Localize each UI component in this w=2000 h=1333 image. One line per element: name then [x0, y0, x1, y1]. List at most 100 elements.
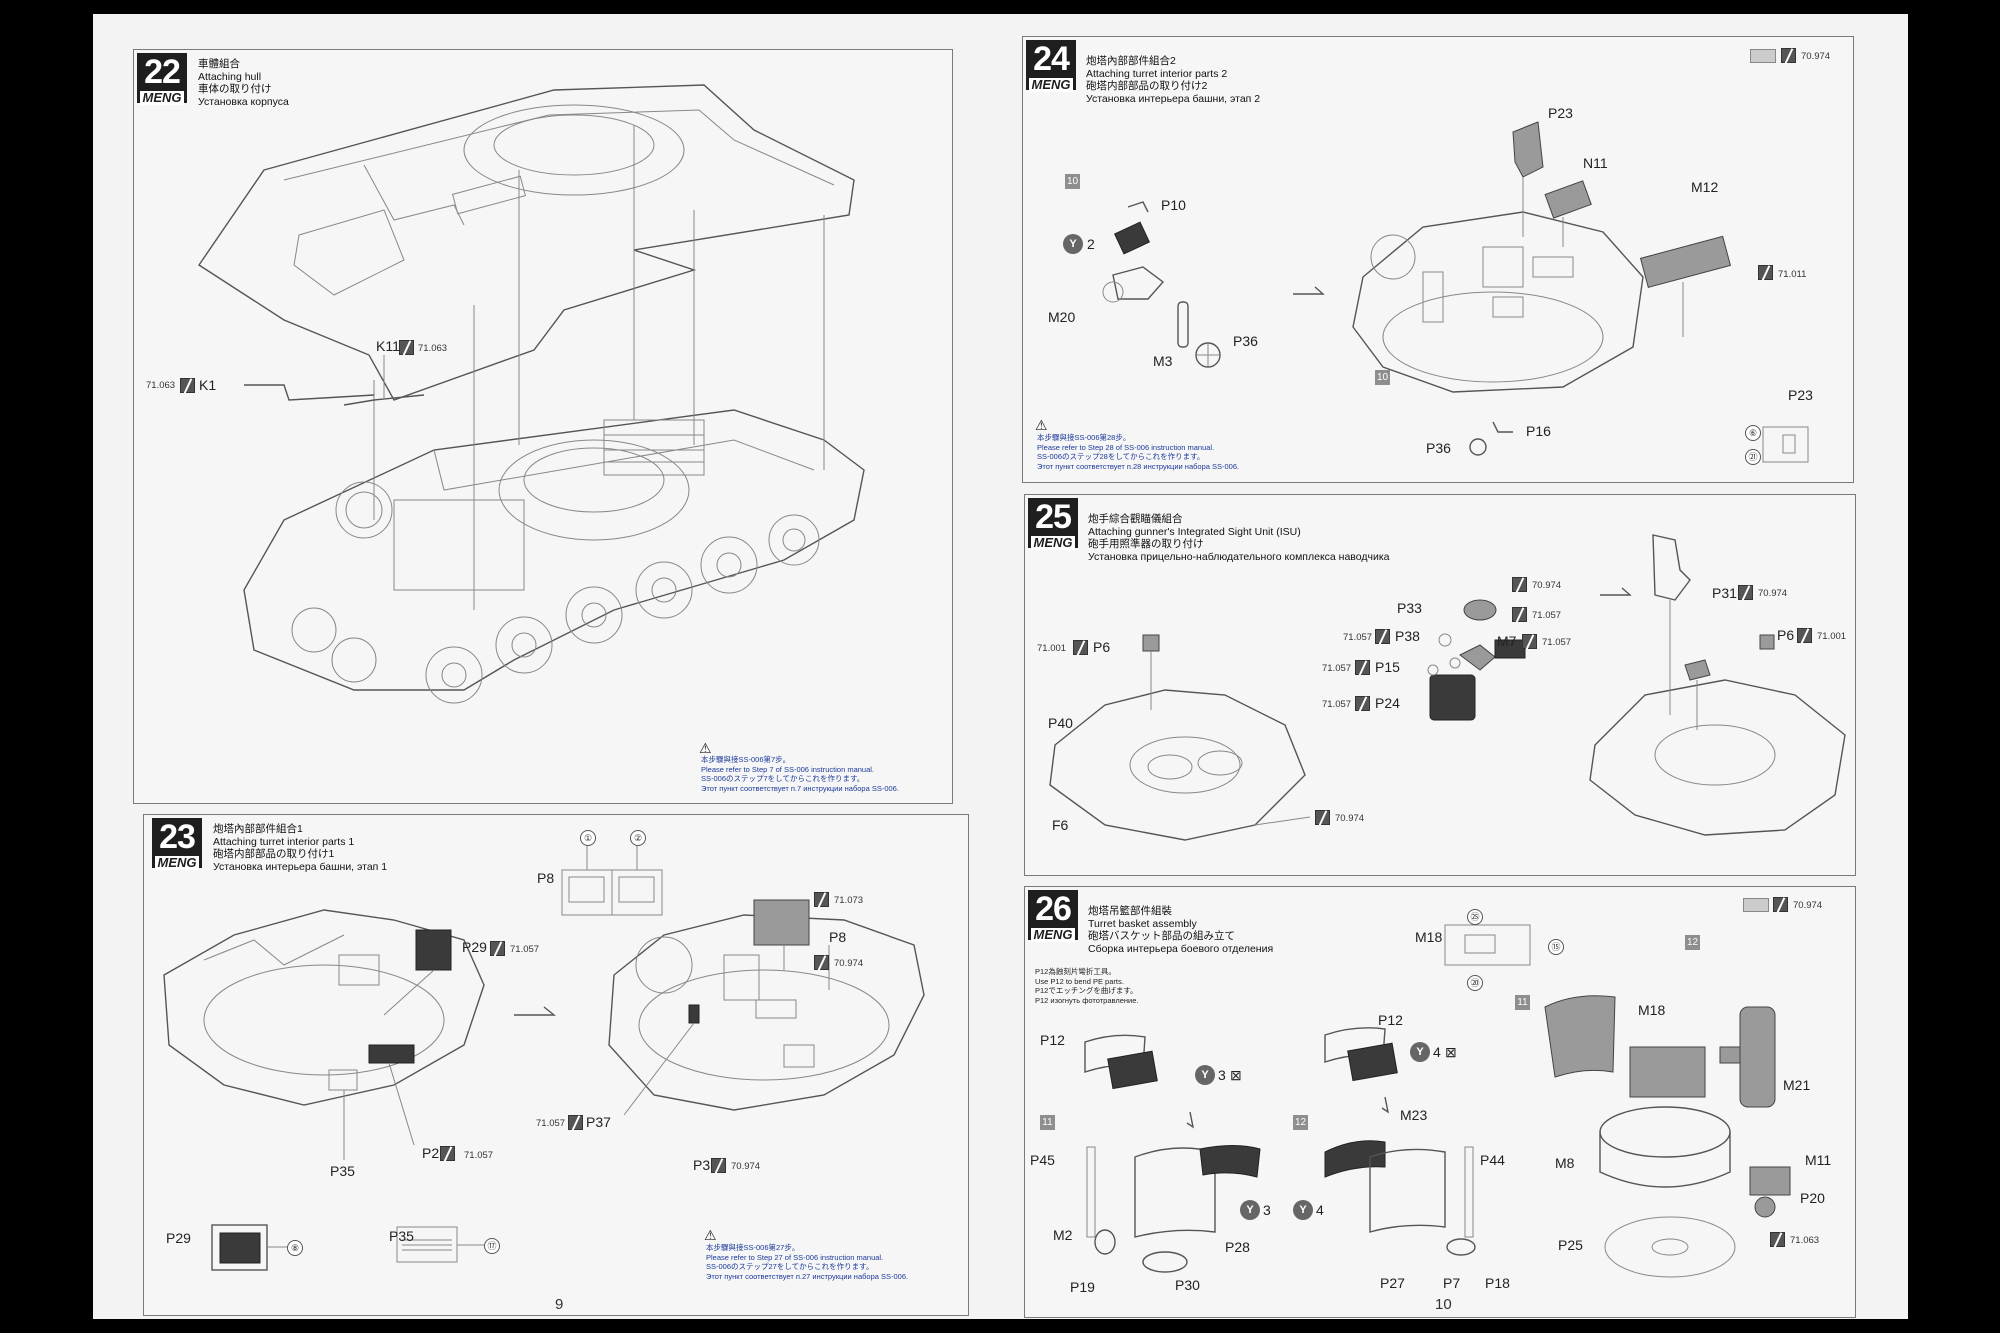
step-22-titles: 車體組合 Attaching hull 車体の取り付け Установка ко… — [198, 58, 289, 108]
title-ru: Установка корпуса — [198, 95, 289, 108]
label-m8: M8 — [1555, 1155, 1575, 1171]
label-m23: M23 — [1400, 1107, 1428, 1123]
label-p45: P45 — [1030, 1152, 1055, 1168]
ref-1: ① — [580, 830, 596, 846]
label-p18: P18 — [1485, 1275, 1510, 1291]
title-en: Attaching hull — [198, 70, 262, 83]
code-p6b: 71.001 — [1817, 631, 1847, 642]
paint-swatch — [440, 1146, 455, 1161]
label-p35: P35 — [330, 1163, 355, 1179]
paint-swatch — [1738, 585, 1753, 600]
right-page: 24 MENG 炮塔內部部件組合2 Attaching turret inter… — [990, 14, 1908, 1319]
ref-25: ㉕ — [1467, 909, 1483, 925]
code-m7: 71.057 — [1542, 637, 1572, 648]
paint-swatch — [1773, 897, 1788, 912]
label-p15: P15 — [1375, 659, 1400, 675]
label-m18b: M18 — [1638, 1002, 1666, 1018]
paint-swatch — [814, 955, 829, 970]
code-p3: 70.974 — [731, 1161, 761, 1172]
label-p37: P37 — [586, 1114, 611, 1130]
step-ref-11: 11 — [1515, 995, 1530, 1010]
color-chip — [1750, 49, 1776, 63]
title-zh: 炮塔吊籃部件組裝 — [1088, 905, 1172, 917]
label-p19: P19 — [1070, 1279, 1095, 1295]
isu-diagram — [1049, 534, 1846, 841]
cut-icon: ⊠ — [1230, 1067, 1242, 1083]
label-p6b: P6 — [1777, 627, 1795, 643]
label-p3: P3 — [693, 1157, 711, 1173]
label-m11: M11 — [1805, 1152, 1832, 1168]
note-ja: SS-006のステップ27をしてからこれを作ります。 — [706, 1262, 874, 1271]
quantity-badge: Y — [1195, 1065, 1215, 1085]
label-p24: P24 — [1375, 695, 1400, 711]
title-en: Turret basket assembly — [1088, 917, 1197, 930]
step-number: 26 — [1035, 890, 1072, 928]
turret-interior-diagram-1 — [163, 845, 925, 1271]
step-24-panel: 24 MENG 炮塔內部部件組合2 Attaching turret inter… — [1022, 36, 1854, 483]
label-m3: M3 — [1153, 353, 1173, 369]
note-en: Please refer to Step 7 of SS-006 instruc… — [701, 764, 875, 774]
paint-swatch — [1770, 1232, 1785, 1247]
step-number: 25 — [1035, 498, 1072, 536]
label-p8: P8 — [537, 870, 555, 886]
label-p27: P27 — [1380, 1275, 1405, 1291]
step-23-badge: 23 MENG — [152, 818, 202, 870]
label-p40: P40 — [1048, 715, 1073, 731]
label-p35-detail: P35 — [389, 1228, 414, 1244]
step-ref-12: 12 — [1293, 1115, 1308, 1130]
code-p25: 71.063 — [1790, 1235, 1820, 1246]
page-number-right: 10 — [1435, 1296, 1452, 1313]
code-p6: 71.001 — [1037, 643, 1067, 654]
step-number: 23 — [159, 818, 196, 856]
brand-logo: MENG — [140, 91, 184, 105]
step-23-titles: 炮塔內部部件組合1 Attaching turret interior part… — [213, 823, 387, 873]
title-ja: 車体の取り付け — [198, 83, 272, 95]
step-ref-11: 11 — [1040, 1115, 1055, 1130]
note-ja: P12でエッチングを曲げます。 — [1035, 986, 1138, 995]
paint-swatch — [1073, 640, 1088, 655]
y-count-3a: 3 — [1218, 1067, 1226, 1083]
label-m20: M20 — [1048, 309, 1076, 325]
step-26-titles: 炮塔吊籃部件組裝 Turret basket assembly 砲塔バスケット部… — [1088, 905, 1273, 955]
paint-swatch — [180, 378, 195, 393]
step-22-note: 本步驟與接SS-006第7步。 Please refer to Step 7 o… — [701, 755, 899, 793]
label-m7: M7 — [1497, 633, 1517, 649]
warning-icon: ⚠ — [704, 1227, 717, 1243]
step-ref-12: 12 — [1685, 935, 1700, 950]
ref-21: ㉑ — [1745, 449, 1761, 465]
label-p29-detail: P29 — [166, 1230, 191, 1246]
code-p38: 71.057 — [1343, 632, 1373, 643]
paint-swatch — [1758, 265, 1773, 280]
label-p20: P20 — [1800, 1190, 1825, 1206]
step-ref-10: 10 — [1375, 370, 1390, 385]
turret-interior-diagram-2 — [1102, 121, 1809, 463]
paint-swatch — [1355, 696, 1370, 711]
label-p8b: P8 — [829, 929, 847, 945]
code-base: 70.974 — [1335, 813, 1365, 824]
label-p33: P33 — [1397, 600, 1422, 616]
title-ja: 砲塔内部部品の取り付け2 — [1086, 80, 1208, 92]
title-zh: 車體組合 — [198, 58, 240, 70]
y-count-4a: 4 — [1433, 1044, 1441, 1060]
code-k1: 71.063 — [146, 380, 176, 391]
step-23-note: 本步驟與接SS-006第27步。 Please refer to Step 27… — [706, 1243, 908, 1281]
hull-diagram — [198, 84, 865, 704]
pe-note: P12為蝕刻片彎折工具。 Use P12 to bend PE parts. P… — [1035, 967, 1138, 1005]
color-chip — [1743, 898, 1769, 912]
label-p44: P44 — [1480, 1152, 1505, 1168]
quantity-badge: Y — [1240, 1200, 1260, 1220]
label-m12: M12 — [1691, 179, 1719, 195]
paint-swatch — [1781, 48, 1796, 63]
step-25-panel: 25 MENG 炮手綜合觀瞄儀組合 Attaching gunner's Int… — [1024, 494, 1856, 876]
label-m18: M18 — [1415, 929, 1443, 945]
paint-swatch — [1797, 628, 1812, 643]
title-en: Attaching turret interior parts 1 — [213, 835, 355, 848]
note-ja: SS-006のステップ28をしてからこれを作ります。 — [1037, 452, 1205, 461]
paint-swatch — [568, 1115, 583, 1130]
brand-logo: MENG — [1031, 536, 1075, 550]
note-ru: Этот пункт соответствует п.7 инструкции … — [701, 783, 899, 793]
label-p23: P23 — [1548, 105, 1573, 121]
step-26-badge: 26 MENG — [1028, 890, 1078, 942]
note-ru: Этот пункт соответствует п.27 инструкции… — [706, 1271, 909, 1281]
title-ja: 砲塔内部部品の取り付け1 — [213, 848, 335, 860]
